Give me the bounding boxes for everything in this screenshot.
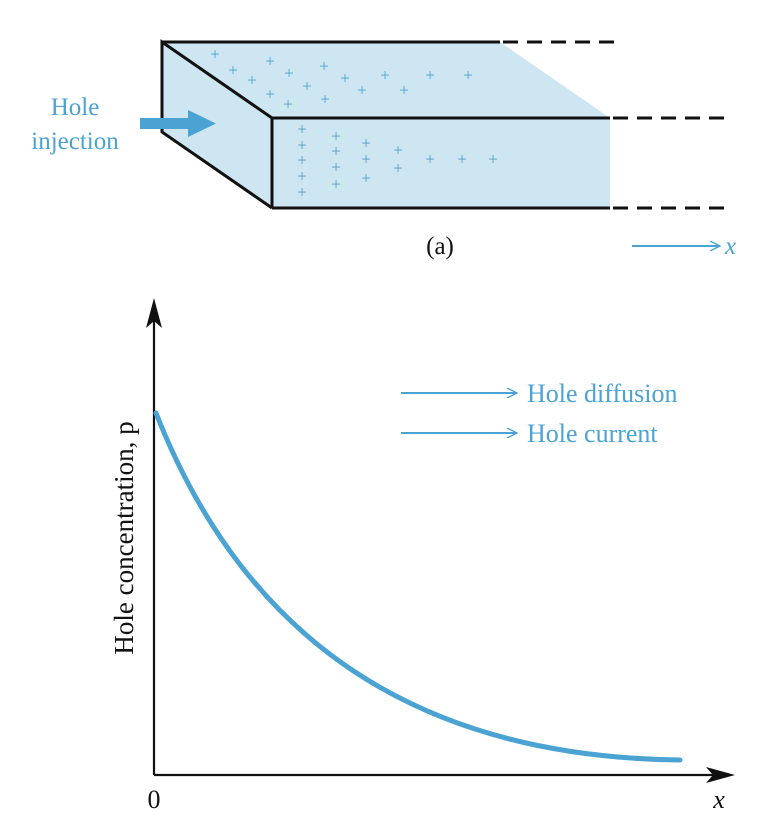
legend-hole-diffusion: Hole diffusion [401, 379, 677, 408]
x-axis-label: x [712, 785, 725, 814]
origin-label: 0 [148, 785, 161, 814]
hole-plus: + [210, 45, 220, 64]
concentration-curve [153, 410, 683, 763]
hole-plus: + [297, 136, 307, 155]
panel-label: (a) [426, 233, 454, 260]
hole-plus: + [361, 134, 371, 153]
hole-plus: + [340, 69, 350, 88]
diffusion-label: Hole diffusion [527, 379, 677, 408]
hole-plus: + [297, 167, 307, 186]
injection-arrow-icon [140, 110, 216, 137]
hole-plus: + [393, 141, 403, 160]
bar-left-face [162, 42, 272, 208]
hole-plus: + [265, 85, 275, 104]
hole-plus: + [361, 150, 371, 169]
hole-plus: + [357, 81, 367, 100]
hole-plus: + [302, 77, 312, 96]
hole-plus: + [488, 150, 498, 169]
hole-plus: + [331, 142, 341, 161]
hole-plus: + [457, 150, 467, 169]
hole-plus: + [425, 150, 435, 169]
hole-plus: + [297, 183, 307, 202]
hole-injection-label: Hole injection [31, 94, 119, 155]
hole-plus: + [265, 52, 275, 71]
hole-plus: + [361, 169, 371, 188]
bar-top-face [162, 42, 610, 118]
hole-plus: + [283, 95, 293, 114]
holes-front-face: + + + + + + + + + + + + + + + + + [297, 120, 498, 202]
semiconductor-bar: + + + + + + + + + + + + + + + + + + + + … [160, 39, 730, 210]
hole-plus: + [380, 66, 390, 85]
bar-front-face [272, 118, 610, 208]
holes-top-face: + + + + + + + + + + + + + + + + [210, 45, 473, 114]
hole-plus: + [297, 120, 307, 139]
y-axis-arrowhead-icon [146, 298, 162, 328]
y-axis-label: Hole concentration, p [109, 421, 139, 654]
current-label: Hole current [527, 419, 658, 448]
hole-plus: + [331, 158, 341, 177]
legend-hole-current: Hole current [401, 419, 658, 448]
concentration-plot: 0 x Hole concentration, p Hole diffusion… [109, 298, 735, 814]
hole-plus: + [331, 127, 341, 146]
hole-plus: + [247, 71, 257, 90]
x-direction-indicator: x [632, 233, 736, 260]
hole-plus: + [425, 66, 435, 85]
bar-continuation-dashes [503, 40, 730, 210]
hole-plus: + [399, 81, 409, 100]
x-direction-label: x [724, 233, 736, 260]
hole-plus: + [228, 61, 238, 80]
hole-plus: + [297, 151, 307, 170]
x-axis-arrowhead-icon [706, 767, 735, 783]
hole-plus: + [284, 64, 294, 83]
hole-plus: + [331, 175, 341, 194]
hole-plus: + [320, 90, 330, 109]
hole-plus: + [393, 159, 403, 178]
hole-plus: + [319, 57, 329, 76]
injection-label-line2: injection [31, 128, 119, 155]
hole-plus: + [463, 66, 473, 85]
bar-outline [160, 39, 610, 210]
injection-label-line1: Hole [51, 94, 100, 121]
